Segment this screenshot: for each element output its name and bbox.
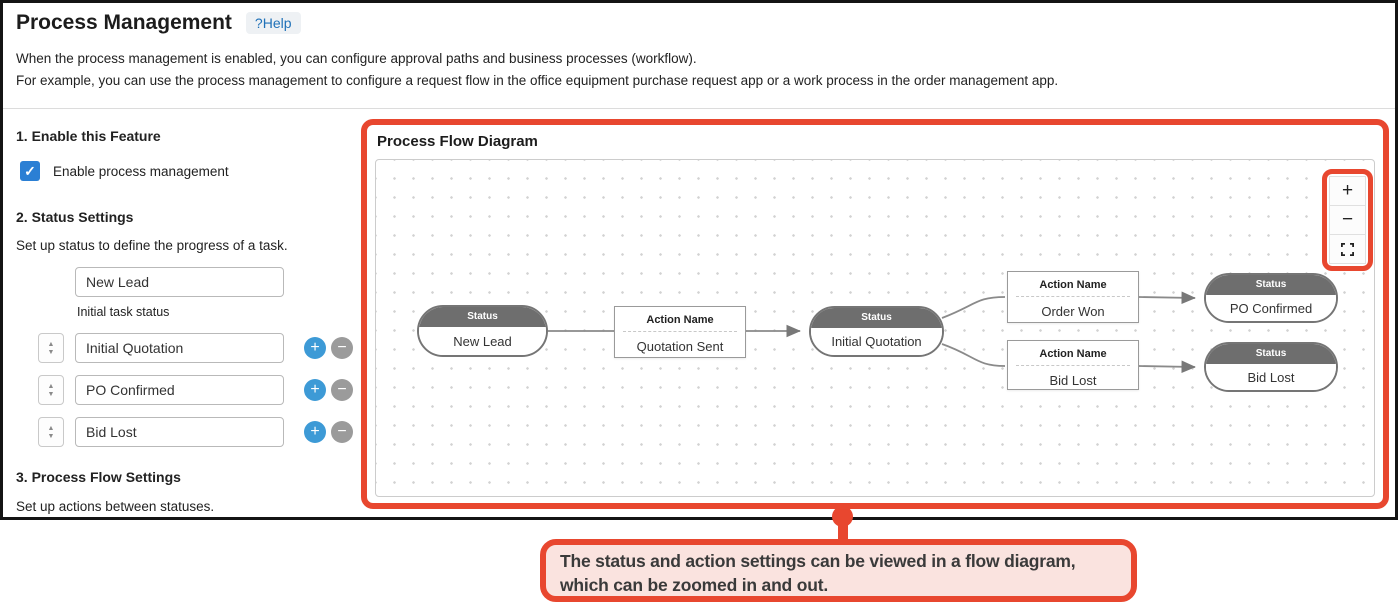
down-arrow-icon: ▼ — [47, 348, 55, 356]
plus-icon: + — [310, 381, 320, 398]
status-node-name: PO Confirmed — [1206, 295, 1336, 321]
zoom-controls-highlight: + − — [1322, 169, 1373, 271]
up-arrow-icon: ▲ — [47, 424, 55, 432]
status-input-bid-lost[interactable] — [75, 417, 284, 447]
flow-connectors — [548, 291, 1196, 374]
process-flow-diagram-title: Process Flow Diagram — [377, 133, 538, 150]
action-node-name: Bid Lost — [1049, 373, 1097, 388]
action-node-divider — [1016, 296, 1130, 297]
reorder-spinner-initial-quotation[interactable]: ▲ ▼ — [38, 333, 64, 363]
minus-icon: − — [337, 423, 347, 440]
status-node-header: Status — [1206, 344, 1336, 364]
section-process-flow-settings-heading: 3. Process Flow Settings — [16, 469, 181, 485]
process-management-panel: Process Management ?Help When the proces… — [0, 0, 1398, 520]
add-status-button[interactable]: + — [304, 337, 326, 359]
page-title: Process Management — [16, 11, 232, 34]
action-node-divider — [1016, 365, 1130, 366]
add-status-button[interactable]: + — [304, 421, 326, 443]
status-node-bid-lost[interactable]: Status Bid Lost — [1204, 342, 1338, 392]
fullscreen-button[interactable] — [1329, 234, 1366, 264]
down-arrow-icon: ▼ — [47, 390, 55, 398]
annotation-callout: The status and action settings can be vi… — [540, 539, 1137, 602]
description-line-2: For example, you can use the process man… — [16, 73, 1059, 88]
annotation-line-2: which can be zoomed in and out. — [560, 574, 828, 595]
status-input-po-confirmed[interactable] — [75, 375, 284, 405]
status-node-po-confirmed[interactable]: Status PO Confirmed — [1204, 273, 1338, 323]
annotation-line-1: The status and action settings can be vi… — [560, 551, 1076, 571]
help-link[interactable]: ?Help — [245, 12, 301, 34]
description-line-1: When the process management is enabled, … — [16, 51, 697, 66]
action-node-quotation-sent[interactable]: Action Name Quotation Sent — [614, 306, 746, 358]
status-node-header: Status — [419, 307, 546, 327]
status-node-name: Bid Lost — [1206, 364, 1336, 390]
action-node-order-won[interactable]: Action Name Order Won — [1007, 271, 1139, 323]
up-arrow-icon: ▲ — [47, 340, 55, 348]
process-flow-diagram-panel: Process Flow Diagram Sta — [361, 119, 1389, 509]
enable-process-management-checkbox[interactable]: ✓ — [20, 161, 40, 181]
action-node-header: Action Name — [1039, 348, 1107, 360]
remove-status-button[interactable]: − — [331, 379, 353, 401]
process-flow-settings-description: Set up actions between statuses. — [16, 499, 215, 514]
status-node-name: Initial Quotation — [811, 328, 942, 355]
header-divider — [3, 108, 1395, 109]
fullscreen-icon — [1341, 242, 1354, 256]
up-arrow-icon: ▲ — [47, 382, 55, 390]
reorder-spinner-po-confirmed[interactable]: ▲ ▼ — [38, 375, 64, 405]
plus-icon: + — [310, 339, 320, 356]
remove-status-button[interactable]: − — [331, 337, 353, 359]
callout-connector-stem — [838, 518, 848, 544]
zoom-in-button[interactable]: + — [1329, 176, 1366, 206]
status-input-initial-quotation[interactable] — [75, 333, 284, 363]
status-node-new-lead[interactable]: Status New Lead — [417, 305, 548, 357]
action-node-header: Action Name — [1039, 279, 1107, 291]
add-status-button[interactable]: + — [304, 379, 326, 401]
initial-task-status-note: Initial task status — [77, 305, 170, 319]
reorder-spinner-bid-lost[interactable]: ▲ ▼ — [38, 417, 64, 447]
zoom-out-button[interactable]: − — [1329, 205, 1366, 235]
action-node-divider — [623, 331, 737, 332]
action-node-bid-lost[interactable]: Action Name Bid Lost — [1007, 340, 1139, 390]
status-node-header: Status — [1206, 275, 1336, 295]
section-status-settings-heading: 2. Status Settings — [16, 209, 134, 225]
action-node-header: Action Name — [646, 314, 714, 326]
minus-icon: − — [337, 339, 347, 356]
status-node-name: New Lead — [419, 327, 546, 355]
action-node-name: Quotation Sent — [636, 339, 724, 354]
remove-status-button[interactable]: − — [331, 421, 353, 443]
plus-icon: + — [310, 423, 320, 440]
status-node-initial-quotation[interactable]: Status Initial Quotation — [809, 306, 944, 357]
enable-checkbox-row: ✓ Enable process management — [20, 161, 229, 181]
enable-checkbox-label: Enable process management — [53, 163, 229, 179]
minus-icon: − — [337, 381, 347, 398]
zoom-in-icon: + — [1341, 180, 1354, 201]
status-node-header: Status — [811, 308, 942, 328]
status-settings-description: Set up status to define the progress of … — [16, 238, 288, 253]
status-input-new-lead[interactable] — [75, 267, 284, 297]
down-arrow-icon: ▼ — [47, 432, 55, 440]
checkmark-icon: ✓ — [24, 162, 36, 179]
header: Process Management ?Help — [16, 11, 301, 35]
zoom-out-icon: − — [1341, 209, 1354, 230]
flow-diagram-canvas[interactable]: Status New Lead Action Name Quotation Se… — [375, 159, 1375, 497]
section-enable-feature-heading: 1. Enable this Feature — [16, 128, 161, 144]
action-node-name: Order Won — [1041, 304, 1105, 319]
